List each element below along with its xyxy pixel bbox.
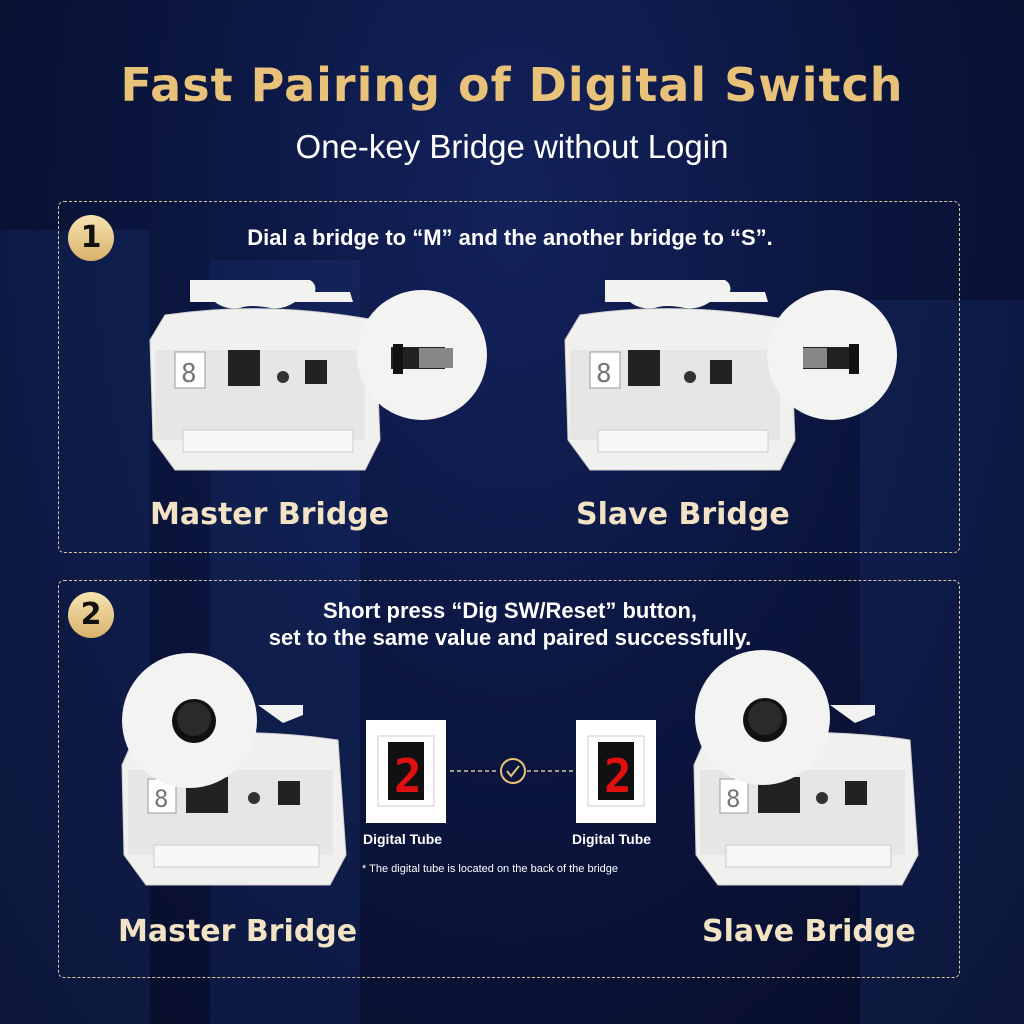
reset-button-zoom-circle bbox=[122, 653, 257, 788]
tube-digit: 2 bbox=[604, 749, 632, 803]
rj45-port-icon bbox=[228, 350, 260, 386]
step-1-slave-caption: Slave Bridge bbox=[576, 497, 790, 532]
svg-text:8: 8 bbox=[154, 785, 168, 813]
step-2-badge: 2 bbox=[68, 592, 114, 638]
reset-button-zoom-circle bbox=[695, 650, 830, 785]
master-bridge-device: 8 bbox=[149, 280, 381, 471]
step-2-instruction-line1: Short press “Dig SW/Reset” button, bbox=[322, 598, 698, 623]
check-icon bbox=[500, 758, 526, 784]
dc-port-icon bbox=[305, 360, 327, 384]
left-tube-label: Digital Tube bbox=[363, 831, 443, 847]
button-icon bbox=[743, 698, 787, 742]
svg-text:8: 8 bbox=[726, 785, 740, 813]
page-subtitle: One-key Bridge without Login bbox=[295, 128, 729, 165]
page-title: Fast Pairing of Digital Switch bbox=[120, 58, 904, 112]
switch-icon bbox=[803, 344, 859, 374]
svg-text:8: 8 bbox=[596, 359, 612, 389]
background-building bbox=[860, 300, 1024, 1024]
digital-tube-left: 2 bbox=[366, 720, 446, 823]
step-1-instruction: Dial a bridge to “M” and the another bri… bbox=[247, 225, 773, 250]
step-2-master-caption: Master Bridge bbox=[118, 914, 358, 949]
step-1-panel bbox=[58, 201, 960, 553]
slave-bridge-device: 8 bbox=[564, 280, 796, 471]
tube-location-note: * The digital tube is located on the bac… bbox=[362, 863, 619, 875]
step-2-instruction-line2: set to the same value and paired success… bbox=[268, 625, 752, 650]
button-icon bbox=[172, 699, 216, 743]
digit-display bbox=[174, 351, 206, 389]
switch-zoom-circle bbox=[357, 290, 487, 420]
step-1-badge: 1 bbox=[68, 215, 114, 261]
pairing-link bbox=[450, 758, 575, 784]
tube-digit: 2 bbox=[394, 749, 422, 803]
switch-icon bbox=[391, 344, 453, 374]
step-1-master-caption: Master Bridge bbox=[150, 497, 390, 532]
right-tube-label: Digital Tube bbox=[572, 831, 652, 847]
switch-zoom-circle bbox=[767, 290, 897, 420]
step-2-panel bbox=[58, 580, 960, 978]
svg-text:8: 8 bbox=[181, 359, 197, 389]
digital-tube-right: 2 bbox=[576, 720, 656, 823]
step-2-slave-caption: Slave Bridge bbox=[702, 914, 916, 949]
